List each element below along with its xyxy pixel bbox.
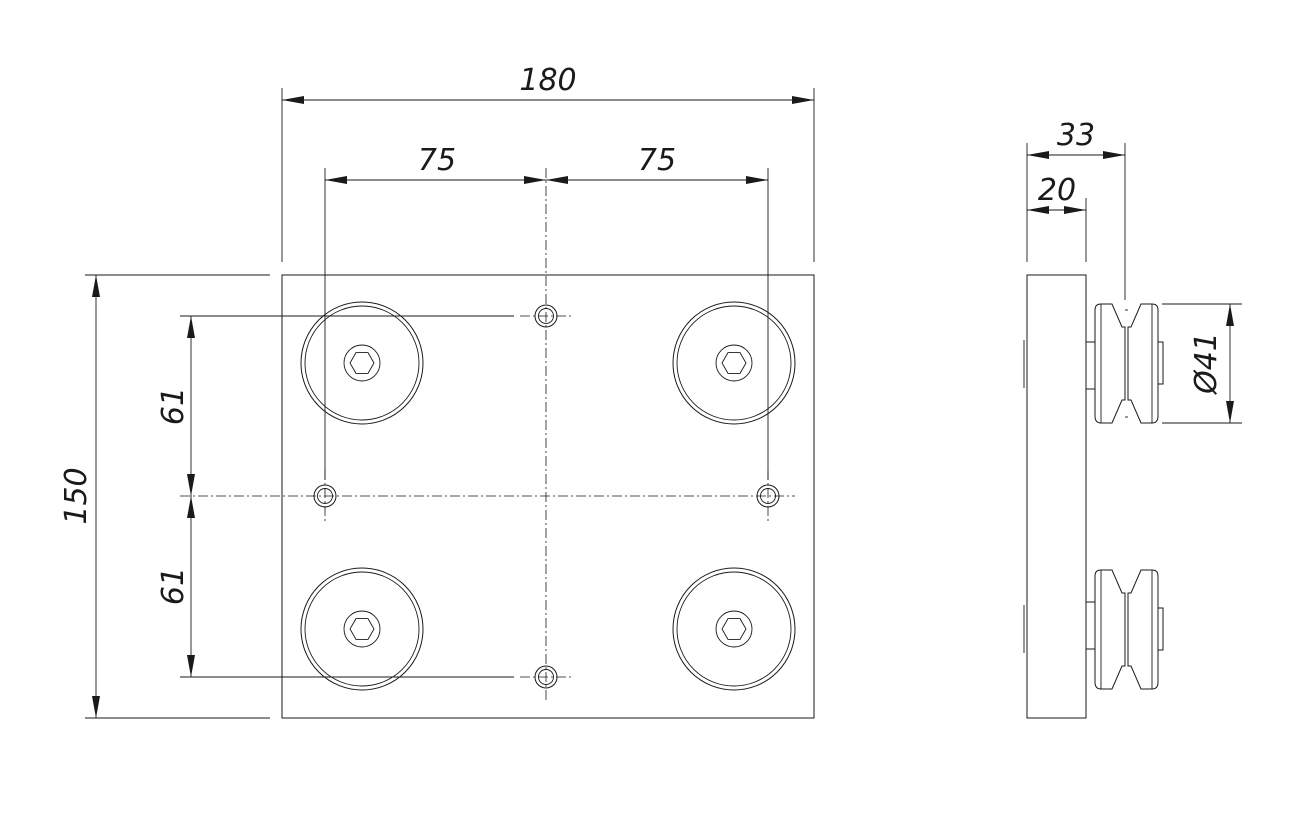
roller-bottom-left	[300, 567, 424, 691]
dim-label-75-right: 75	[638, 143, 676, 178]
dim-label-33: 33	[1057, 118, 1095, 153]
roller-top-left	[300, 301, 424, 425]
hex-socket-icon	[349, 352, 375, 374]
dim-plate-thickness: 20	[1027, 173, 1086, 214]
dim-label-61-lower: 61	[156, 567, 191, 605]
dim-side-depth: 33	[1027, 118, 1125, 159]
hex-socket-icon	[721, 352, 747, 374]
roller-top-right	[672, 301, 796, 425]
hex-socket-icon	[349, 618, 375, 640]
dim-overall-width: 180	[282, 63, 814, 104]
center-lines	[180, 168, 795, 700]
dim-label-75-left: 75	[418, 143, 456, 178]
roller-profile-upper	[1085, 303, 1164, 424]
dim-label-150: 150	[59, 467, 94, 524]
roller-bottom-right	[672, 567, 796, 691]
extension-lines	[85, 88, 815, 719]
dim-overall-height: 150	[59, 275, 100, 718]
dim-label-20: 20	[1038, 173, 1076, 208]
dim-label-180: 180	[519, 63, 576, 98]
dim-label-61-upper: 61	[156, 387, 191, 425]
hex-socket-icon	[721, 618, 747, 640]
plate-side-profile	[1026, 274, 1087, 719]
dim-roller-diameter: Ø41	[1189, 304, 1234, 423]
dim-label-diameter-41: Ø41	[1189, 332, 1224, 396]
mounting-plate	[281, 274, 815, 719]
side-extension-lines	[1026, 143, 1242, 424]
dim-vertical-spacing: 61 61	[156, 316, 195, 677]
dim-hole-spacing: 75 75	[325, 143, 768, 184]
roller-profile-lower	[1085, 569, 1164, 690]
side-view: 33 20 Ø41	[1023, 118, 1242, 719]
front-view: 180 75 75 150 61 61	[59, 63, 815, 719]
